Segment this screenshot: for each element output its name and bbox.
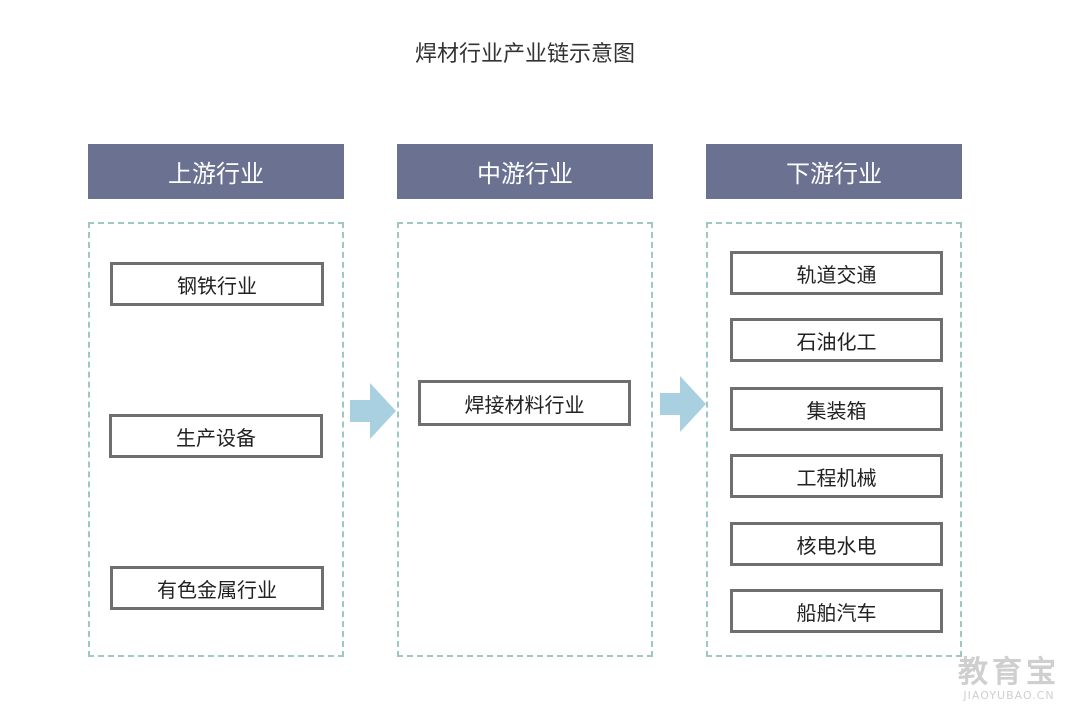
upstream-item-nonferrous: 有色金属行业: [110, 566, 324, 610]
upstream-item-steel: 钢铁行业: [110, 262, 324, 306]
downstream-item-machinery: 工程机械: [730, 454, 943, 498]
watermark-logo: 教育宝 JIAOYUBAO.CN: [958, 655, 1060, 703]
watermark-main: 教育宝: [958, 655, 1060, 690]
flow-arrow-2: [660, 376, 706, 432]
downstream-item-petrochem: 石油化工: [730, 318, 943, 362]
midstream-header: 中游行业: [397, 144, 653, 199]
downstream-item-rail: 轨道交通: [730, 251, 943, 295]
flow-arrow-1: [350, 383, 396, 439]
downstream-panel: [706, 222, 962, 657]
upstream-item-equipment: 生产设备: [109, 414, 323, 458]
downstream-item-nuclear-hydro: 核电水电: [730, 522, 943, 566]
midstream-panel: [397, 222, 653, 657]
watermark-sub: JIAOYUBAO.CN: [963, 689, 1055, 702]
upstream-header: 上游行业: [88, 144, 344, 199]
midstream-item-welding: 焊接材料行业: [418, 380, 631, 426]
diagram-title: 焊材行业产业链示意图: [414, 42, 635, 67]
downstream-item-ship-auto: 船舶汽车: [730, 589, 943, 633]
upstream-panel: [88, 222, 344, 657]
downstream-item-container: 集装箱: [730, 387, 943, 431]
downstream-header: 下游行业: [706, 144, 962, 199]
